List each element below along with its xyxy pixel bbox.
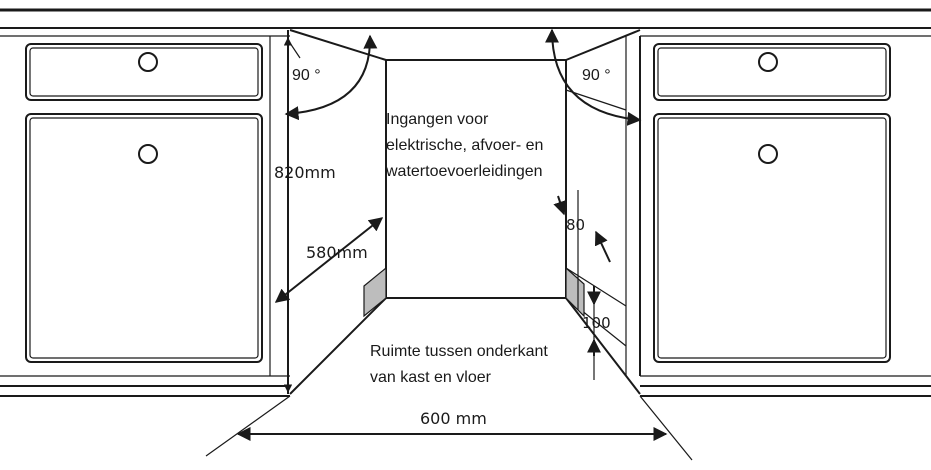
floor-gap-label-line-1: Ruimte tussen onderkant bbox=[370, 343, 548, 360]
right-door-knob bbox=[758, 144, 778, 164]
right-drawer-knob bbox=[758, 52, 778, 72]
right-door bbox=[653, 113, 891, 363]
dim-100-label: 100 bbox=[582, 314, 611, 332]
entries-label-line-3: watertoevoerleidingen bbox=[385, 163, 543, 180]
door-swing-right bbox=[545, 28, 642, 126]
entries-label: Ingangen voor elektrische, afvoer- en wa… bbox=[385, 111, 543, 180]
left-door-knob bbox=[138, 144, 158, 164]
height-label: 820mm bbox=[274, 163, 336, 182]
right-cabinet bbox=[625, 36, 891, 376]
angle-right-label: 90 ° bbox=[582, 67, 611, 84]
left-drawer bbox=[25, 43, 263, 101]
small-dimensions bbox=[553, 190, 611, 380]
width-dimension bbox=[205, 395, 693, 461]
niche bbox=[289, 29, 641, 395]
left-drawer-knob bbox=[138, 52, 158, 72]
dim-80-label: 80 bbox=[566, 216, 585, 234]
floor-gap-label: Ruimte tussen onderkant van kast en vloe… bbox=[370, 343, 548, 386]
angle-left-label: 90 ° bbox=[292, 67, 321, 84]
entries-label-line-1: Ingangen voor bbox=[386, 111, 489, 128]
right-drawer bbox=[653, 43, 891, 101]
depth-dimension bbox=[274, 217, 384, 303]
depth-label: 580mm bbox=[306, 243, 368, 262]
left-door bbox=[25, 113, 263, 363]
left-cabinet bbox=[25, 30, 289, 394]
entries-label-line-2: elektrische, afvoer- en bbox=[386, 137, 543, 154]
floor-gap-label-line-2: van kast en vloer bbox=[370, 369, 492, 386]
plinth-lines bbox=[0, 375, 931, 397]
worktop bbox=[0, 8, 931, 37]
width-label: 600 mm bbox=[420, 409, 487, 428]
